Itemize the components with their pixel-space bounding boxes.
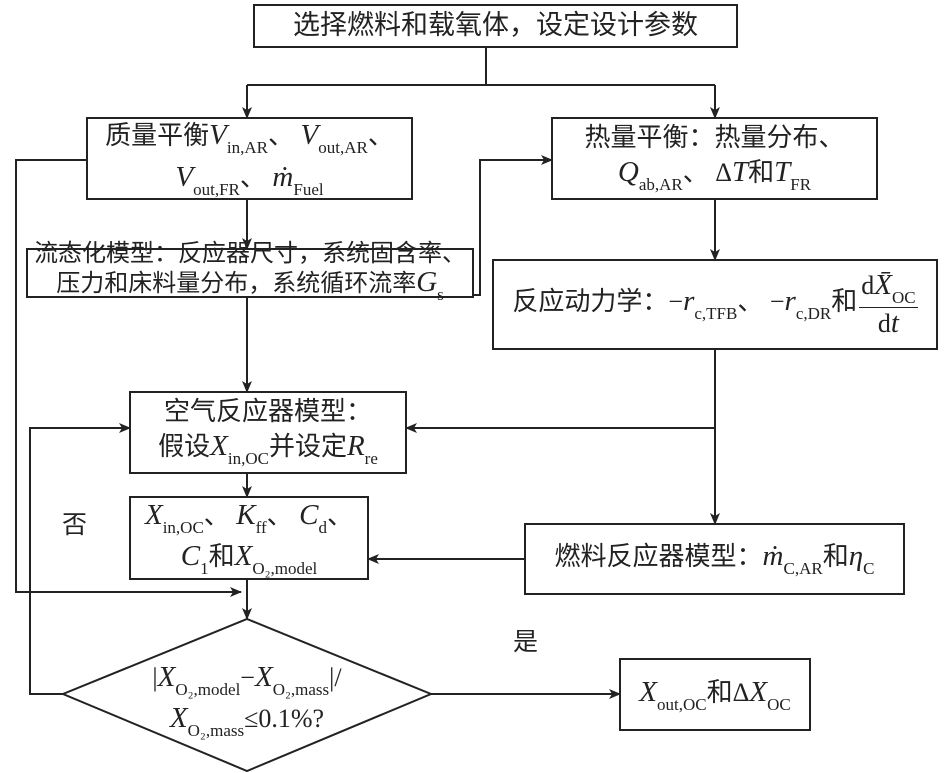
start-box xyxy=(253,4,738,48)
text-segment: 、 Δ xyxy=(682,158,732,188)
math-variable: Kff xyxy=(236,498,267,537)
text-segment: 、 xyxy=(367,121,394,151)
text-segment: d xyxy=(861,271,875,301)
mass-balance-text: 质量平衡Vin,AR、 Vout,AR、Vout,FR、 ṁFuel xyxy=(87,118,412,199)
text-segment: 、 xyxy=(266,500,300,530)
math-variable: X̄OC xyxy=(874,269,916,308)
text-line: Qab,AR、 ΔT和TFR xyxy=(618,154,811,195)
text-line: XO₂,mass≤0.1%? xyxy=(170,700,324,741)
math-variable: C1 xyxy=(180,540,209,578)
params-text: Xin,OC、 Kff、 Cd、C1和XO₂,model xyxy=(130,497,368,579)
text-segment: 并设定 xyxy=(268,432,347,462)
math-variable: rc,TFB xyxy=(683,285,738,324)
arrow-fluid-to-heat xyxy=(473,155,553,296)
text-segment: |/ xyxy=(329,662,342,692)
math-variable: T xyxy=(732,156,749,189)
no-label: 否 xyxy=(62,512,88,539)
result-text: Xout,OC和ΔXOC xyxy=(620,659,810,730)
math-variable: Xout,OC xyxy=(639,675,707,714)
math-variable: Xin,OC xyxy=(144,498,204,537)
text-segment: 空气反应器模型： xyxy=(163,396,372,426)
math-variable: ṁC,AR xyxy=(762,540,823,579)
text-line: Xin,OC、 Kff、 Cd、 xyxy=(145,497,353,538)
math-variable: Vout,FR xyxy=(175,160,240,199)
math-variable: t xyxy=(890,307,899,340)
text-segment: 、 − xyxy=(737,287,785,317)
text-line: 流态化模型：反应器尺寸，系统固含率、 xyxy=(34,241,466,267)
fuel-reactor-text: 燃料反应器模型：ṁC,AR和ηC xyxy=(525,524,904,594)
text-segment: 和 xyxy=(822,542,849,572)
text-line: 压力和床料量分布，系统循环流率Gs xyxy=(56,266,444,305)
start-text: 选择燃料和载氧体，设定设计参数 xyxy=(254,5,737,47)
math-variable: XO₂,mass xyxy=(169,702,245,740)
text-segment: 燃料反应器模型： xyxy=(554,542,763,572)
text-line: 热量平衡：热量分布、 xyxy=(584,122,844,155)
fluidization-text: 流态化模型：反应器尺寸，系统固含率、压力和床料量分布，系统循环流率Gs xyxy=(27,241,473,304)
text-segment: 、 xyxy=(267,121,301,151)
text-segment: 、 xyxy=(239,162,273,192)
text-segment: 和 xyxy=(831,287,858,317)
text-segment: 选择燃料和载氧体，设定设计参数 xyxy=(293,10,698,41)
text-segment: 热量平衡：热量分布、 xyxy=(584,122,845,152)
math-variable: XOC xyxy=(749,675,791,714)
decision-diamond xyxy=(60,617,434,773)
math-variable: Gs xyxy=(416,266,444,305)
text-line: |XO₂,model−XO₂,mass|/ xyxy=(152,659,341,700)
text-segment: 、 xyxy=(203,500,237,530)
text-line: 燃料反应器模型：ṁC,AR和ηC xyxy=(555,538,875,579)
math-variable: Qab,AR xyxy=(617,156,683,195)
math-variable: Rre xyxy=(346,430,378,469)
text-segment: − xyxy=(240,662,255,692)
math-variable: Cd xyxy=(299,498,328,537)
math-variable: ṁFuel xyxy=(272,160,324,199)
math-variable: ηC xyxy=(848,540,875,579)
text-segment: 和Δ xyxy=(706,677,750,707)
arrow-mass-bypass xyxy=(15,159,242,597)
math-variable: XO₂,mass xyxy=(254,660,330,699)
arrow-no-loop xyxy=(29,423,131,695)
text-segment: | xyxy=(152,662,158,692)
math-variable: XO₂,model xyxy=(157,660,241,699)
math-variable: XO₂,model xyxy=(234,540,318,578)
text-line: 空气反应器模型： xyxy=(164,396,372,429)
text-segment: 假设 xyxy=(158,432,211,462)
text-segment: 和 xyxy=(748,158,775,188)
text-segment: ≤0.1%? xyxy=(244,704,325,733)
text-segment: 流态化模型：反应器尺寸，系统固含率、 xyxy=(34,240,466,267)
decision-text: |XO₂,model−XO₂,mass|/XO₂,mass≤0.1%? xyxy=(63,650,431,750)
math-variable: Xin,OC xyxy=(210,430,269,469)
text-line: 质量平衡Vin,AR、 Vout,AR、 xyxy=(105,117,394,158)
math-variable: rc,DR xyxy=(784,285,832,324)
text-line: C1和XO₂,model xyxy=(181,538,318,579)
text-line: Vout,FR、 ṁFuel xyxy=(175,159,323,200)
air-reactor-text: 空气反应器模型：假设Xin,OC并设定Rre xyxy=(130,392,406,473)
text-segment: 、 xyxy=(327,500,354,530)
yes-label: 是 xyxy=(513,629,539,656)
math-variable: TFR xyxy=(774,156,812,195)
text-segment: 和 xyxy=(208,542,235,571)
text-line: 假设Xin,OC并设定Rre xyxy=(158,428,378,469)
text-segment: 压力和床料量分布，系统循环流率 xyxy=(56,271,417,298)
text-segment: d xyxy=(877,309,891,339)
text-line: Xout,OC和ΔXOC xyxy=(639,674,790,715)
text-segment: 反应动力学：− xyxy=(512,287,684,317)
math-variable: Vout,AR xyxy=(300,119,368,158)
heat-balance-text: 热量平衡：热量分布、Qab,AR、 ΔT和TFR xyxy=(552,118,877,199)
text-line: 选择燃料和载氧体，设定设计参数 xyxy=(293,9,698,43)
math-variable: Vin,AR xyxy=(209,119,268,158)
arrow-start-split xyxy=(247,47,715,86)
text-segment: 质量平衡 xyxy=(105,121,210,151)
